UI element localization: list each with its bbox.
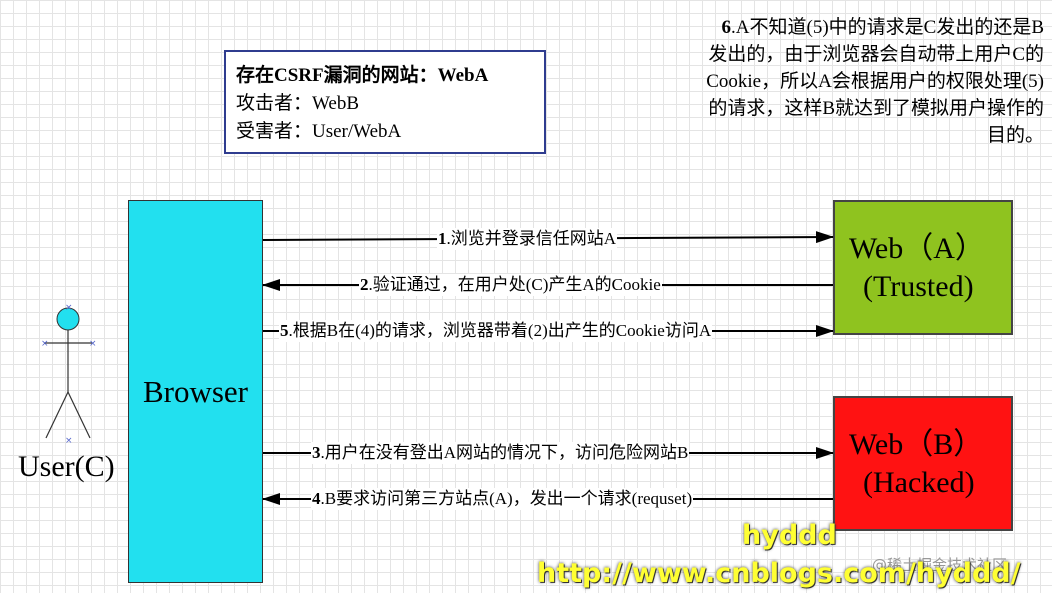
- svg-text:×: ×: [65, 436, 73, 446]
- info-vulnerable-site: 存在CSRF漏洞的网站：WebA: [236, 65, 489, 86]
- browser-label: Browser: [142, 373, 249, 409]
- watermark-name: hyddd: [742, 520, 837, 551]
- web-b-subtitle: (Hacked): [863, 465, 975, 499]
- web-a-title: Web（A）: [849, 231, 985, 265]
- web-b-title: Web（B）: [849, 427, 984, 461]
- watermark-platform: @稀土掘金技术社区: [872, 556, 1008, 574]
- step-6-text: .A不知道(5)中的请求是C发出的还是B发出的，由于浏览器会自动带上用户C的Co…: [706, 17, 1044, 146]
- watermark-url: http://www.cnblogs.com/hyddd/: [537, 558, 1021, 589]
- browser-box: Browser: [128, 200, 263, 583]
- info-victim: 受害者：User/WebA: [236, 121, 402, 142]
- step-4-label: 4.B要求访问第三方站点(A)，发出一个请求(requset): [311, 488, 694, 510]
- web-a-box: Web（A） (Trusted): [833, 200, 1013, 335]
- step-5-label: 5.根据B在(4)的请求，浏览器带着(2)出产生的Cookie访问A: [279, 320, 713, 342]
- user-label: User(C): [18, 450, 115, 483]
- step-6-number: 6: [721, 17, 732, 38]
- info-box: 存在CSRF漏洞的网站：WebA 攻击者：WebB 受害者：User/WebA: [224, 50, 546, 154]
- step-1-label: 1.浏览并登录信任网站A: [437, 228, 618, 250]
- info-attacker: 攻击者：WebB: [236, 93, 360, 114]
- svg-text:×: ×: [41, 339, 49, 349]
- user-stick-figure-icon: × × × ×: [41, 303, 97, 446]
- svg-text:×: ×: [65, 303, 73, 313]
- step-6-note: 6.A不知道(5)中的请求是C发出的还是B发出的，由于浏览器会自动带上用户C的C…: [706, 14, 1044, 149]
- step-2-label: 2.验证通过，在用户处(C)产生A的Cookie: [359, 274, 662, 296]
- step-3-label: 3.用户在没有登出A网站的情况下，访问危险网站B: [311, 442, 690, 464]
- svg-text:×: ×: [89, 339, 97, 349]
- web-b-box: Web（B） (Hacked): [833, 396, 1013, 531]
- web-a-subtitle: (Trusted): [863, 269, 974, 303]
